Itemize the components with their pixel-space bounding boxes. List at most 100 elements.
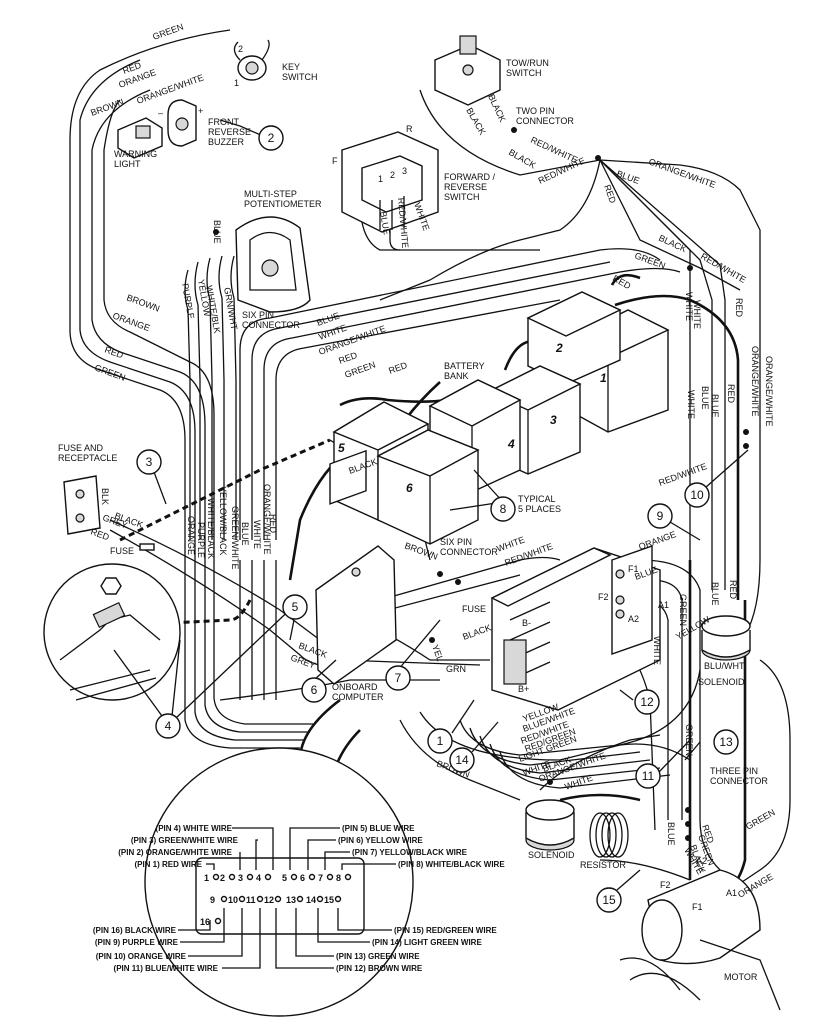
pin-number: 13: [286, 895, 296, 905]
pin-leaders: [178, 827, 396, 969]
callout-circle: [258, 125, 284, 151]
wire-label-blue-pot: BLUE: [212, 220, 222, 244]
wire-label-red-tr: RED: [602, 183, 618, 205]
wire-label-blue-r2: BLUE: [700, 386, 710, 410]
pin-desc: (PIN 16) BLACK WIRE: [93, 926, 177, 935]
wire-label-red-bus: RED: [337, 350, 359, 366]
wire-label-green-top: GREEN: [151, 22, 185, 42]
pin-socket: [238, 895, 246, 903]
multi-step-potentiometer: [235, 216, 311, 313]
wire-label-v-green-white: GREEN/WHITE: [230, 506, 240, 570]
pin-socket: [308, 873, 316, 881]
battery-number: 6: [406, 481, 413, 495]
callout-number: 6: [311, 683, 318, 697]
wire-label-v-yellow-black: YELLOW/BLACK: [218, 486, 228, 556]
callout-circle: [490, 496, 516, 522]
pin-number: 10: [228, 895, 238, 905]
pin-socket: [228, 873, 236, 881]
callout-circle: [684, 482, 710, 508]
blu-wht-label: BLU/WHT: [704, 661, 745, 671]
motor: [619, 869, 781, 1011]
callout-circle: [282, 594, 308, 620]
wire-label-brown-mid: BROWN: [403, 540, 439, 561]
solenoid-bottom-label: SOLENOID: [528, 850, 575, 860]
pin-desc: (PIN 13) GREEN WIRE: [336, 952, 420, 961]
wire-label-black-tow1: BLACK: [486, 93, 508, 124]
wire-label-v-red: RED: [268, 514, 278, 534]
wire-label-white-r1: WHITE: [684, 292, 694, 321]
wire-label-v-orange: ORANGE: [186, 516, 196, 555]
callout-circle: [427, 728, 453, 754]
wire-label-black-r1: BLACK: [657, 233, 688, 255]
onboard-computer: [315, 449, 397, 685]
terminal-B-plus: B+: [518, 684, 529, 694]
pin-number: 7: [318, 873, 323, 883]
fuse-receptacle: [63, 475, 155, 551]
wire-label-blue-r3: BLUE: [710, 394, 720, 418]
wire-label-blue-a: BLUE: [615, 168, 641, 185]
pin-desc: (PIN 14) LIGHT GREEN WIRE: [372, 938, 482, 947]
solenoid-right-label: SOLENOID: [698, 677, 745, 687]
fuse-left-label: FUSE: [110, 546, 134, 556]
wire-label-black-bminus: BLACK: [461, 622, 492, 641]
callout-circle: [449, 747, 475, 773]
pin-socket: [290, 873, 298, 881]
wire-label-grn: GRN: [446, 664, 466, 674]
wire-label-orange-l: ORANGE: [111, 310, 151, 333]
pin-desc: (PIN 2) ORANGE/WHITE WIRE: [118, 848, 232, 857]
pin-desc: (PIN 11) BLUE/WHITE WIRE: [114, 964, 219, 973]
pin-socket: [256, 895, 264, 903]
warning-light: [117, 117, 163, 159]
pin-number: 2: [220, 873, 225, 883]
wire-label-red-bus2: RED: [387, 360, 409, 376]
connector-detail: [144, 747, 414, 1017]
callout-number: 13: [719, 735, 733, 749]
wire-label-blue-m: BLUE: [666, 822, 676, 846]
callout-number: 3: [146, 455, 153, 469]
callout-number: 8: [500, 502, 507, 516]
forward-reverse-switch: [341, 131, 439, 233]
wire-label-orange-white-far: ORANGE/WHITE: [764, 356, 774, 427]
pin-socket: [274, 895, 282, 903]
resistor: [589, 812, 629, 858]
speed-controller: [490, 545, 661, 711]
wire-label-brown-l: BROWN: [125, 292, 161, 313]
wire-label-green-r1: GREEN: [633, 250, 667, 270]
wire-label-orange-ctrl: ORANGE: [637, 529, 677, 552]
terminal-motor-F2: F2: [660, 880, 671, 890]
callout-number: 14: [455, 753, 469, 767]
solenoid-bottom: [525, 799, 575, 851]
wire-label-red-white-fr: RED/WHITE: [396, 197, 410, 248]
pin-number: 3: [238, 873, 243, 883]
wire-label-black-tow3: BLACK: [507, 147, 538, 170]
wire-label-white-r2: WHITE: [686, 390, 696, 419]
pin-desc: (PIN 6) YELLOW WIRE: [338, 836, 423, 845]
pin-desc: (PIN 9) PURPLE WIRE: [95, 938, 179, 947]
pin-desc: (PIN 7) YELLOW/BLACK WIRE: [352, 848, 468, 857]
callout-circle: [635, 763, 661, 789]
wire-label-brown-tl: BROWN: [89, 97, 125, 118]
fuse-mid-label: FUSE: [462, 604, 486, 614]
wire-label-purple-pot: PURPLE: [180, 283, 196, 320]
wire-label-red-sol: RED: [728, 580, 738, 600]
wire-label-red-l: RED: [103, 344, 125, 360]
callout-number: 9: [657, 509, 664, 523]
callout-circle: [647, 503, 673, 529]
pin-number: 5: [282, 873, 287, 883]
wire-label-v-blue: BLUE: [240, 522, 250, 546]
battery-number: 5: [338, 441, 345, 455]
wire-label-green-ctrl: GREEN: [678, 594, 688, 626]
terminal-B-minus: B-: [522, 618, 531, 628]
callout-number: 12: [640, 695, 654, 709]
callout-number: 11: [642, 769, 655, 783]
wire-label-orange-white-r2: ORANGE/WHITE: [750, 346, 760, 417]
